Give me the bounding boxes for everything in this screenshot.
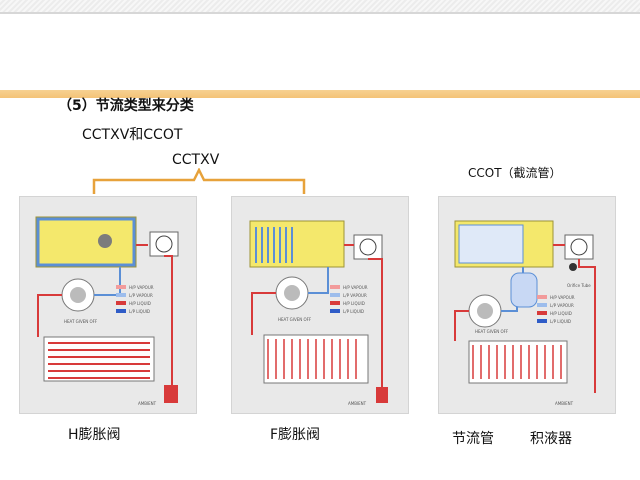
legend-lp-vapour: L/P VAPOUR: [343, 293, 367, 298]
legend: H/P VAPOUR L/P VAPOUR H/P LIQUID L/P LIQ…: [537, 295, 575, 324]
subtitle-ccot: CCOT（截流管）: [468, 166, 562, 180]
label-heat-given-off: HEAT GIVEN OFF: [64, 319, 98, 324]
cctxv-bracket: [92, 168, 306, 194]
caption-orifice-tube: 节流管: [452, 431, 494, 447]
legend-lp-vapour: L/P VAPOUR: [129, 293, 153, 298]
slide-title: （5）节流类型来分类: [58, 98, 194, 114]
lp-vapour-line: [501, 267, 524, 312]
diagram-h-valve-svg: H/P VAPOUR L/P VAPOUR H/P LIQUID L/P LIQ…: [35, 216, 179, 406]
blower-wheel-icon: [155, 235, 173, 253]
blower-wheel-icon: [359, 238, 377, 256]
accumulator-icon: [510, 272, 538, 308]
hp-liquid-line: [553, 244, 596, 393]
compressor-core-icon: [284, 285, 300, 301]
evaporator-housing: [35, 216, 137, 268]
evaporator-fins: [255, 227, 293, 263]
legend-hp-vapour: H/P VAPOUR: [129, 285, 154, 290]
evaporator-housing: [249, 220, 345, 268]
legend-hp-vapour: H/P VAPOUR: [550, 295, 575, 300]
receiver-dryer: [164, 385, 178, 403]
label-heat-given-off: HEAT GIVEN OFF: [475, 329, 509, 334]
caption-f-valve: F膨胀阀: [270, 427, 321, 443]
legend-lp-liquid: L/P LIQUID: [129, 309, 150, 314]
condenser-coils: [48, 342, 150, 379]
caption-h-valve: H膨胀阀: [68, 427, 121, 443]
decorative-top-band: [0, 0, 640, 14]
compressor-core-icon: [477, 303, 493, 319]
blower-wheel-icon: [570, 238, 588, 256]
legend-hp-liquid: H/P LIQUID: [550, 311, 572, 316]
lp-vapour-line: [94, 267, 121, 296]
diagram-f-valve-svg: H/P VAPOUR L/P VAPOUR H/P LIQUID L/P LIQ…: [249, 220, 388, 406]
hp-vapour-line: [251, 292, 276, 335]
condenser: [468, 340, 568, 384]
evaporator-tube: [36, 217, 136, 267]
condenser-coils: [472, 345, 562, 379]
legend: H/P VAPOUR L/P VAPOUR H/P LIQUID L/P LIQ…: [330, 285, 368, 314]
subtitle-cctxv: CCTXV: [172, 152, 220, 168]
caption-accumulator: 积液器: [530, 431, 572, 447]
diagram-ccot-svg: Orifice Tube H/P VAPOUR L/P VAPOUR H/P L…: [454, 220, 596, 406]
label-orifice-tube: Orifice Tube: [567, 283, 591, 288]
evaporator-core: [458, 224, 524, 264]
label-ambient: AMBIENT: [555, 401, 574, 406]
legend-lp-liquid: L/P LIQUID: [343, 309, 364, 314]
legend: H/P VAPOUR L/P VAPOUR H/P LIQUID L/P LIQ…: [116, 285, 154, 314]
orifice-tube-icon: [569, 263, 577, 271]
receiver-dryer: [376, 387, 388, 403]
expansion-valve-icon: [98, 234, 112, 248]
legend-lp-liquid: L/P LIQUID: [550, 319, 571, 324]
legend-hp-liquid: H/P LIQUID: [343, 301, 365, 306]
condenser-coils: [267, 339, 357, 379]
diagram-f-valve: H/P VAPOUR L/P VAPOUR H/P LIQUID L/P LIQ…: [231, 196, 409, 414]
subtitle-cctxv-ccot: CCTXV和CCOT: [82, 127, 183, 143]
legend-hp-liquid: H/P LIQUID: [129, 301, 151, 306]
diagram-h-valve: H/P VAPOUR L/P VAPOUR H/P LIQUID L/P LIQ…: [19, 196, 197, 414]
label-heat-given-off: HEAT GIVEN OFF: [278, 317, 312, 322]
legend-lp-vapour: L/P VAPOUR: [550, 303, 574, 308]
blower-icon: [149, 231, 179, 257]
diagram-ccot: Orifice Tube H/P VAPOUR L/P VAPOUR H/P L…: [438, 196, 616, 414]
label-ambient: AMBIENT: [348, 401, 367, 406]
compressor-core-icon: [70, 287, 86, 303]
condenser: [43, 336, 155, 382]
hp-liquid-line: [344, 244, 383, 387]
hp-vapour-line: [454, 310, 469, 341]
legend-hp-vapour: H/P VAPOUR: [343, 285, 368, 290]
decorative-orange-rule: [0, 90, 640, 98]
label-ambient: AMBIENT: [138, 401, 157, 406]
lp-vapour-line: [308, 267, 329, 294]
hp-vapour-line: [37, 294, 62, 337]
